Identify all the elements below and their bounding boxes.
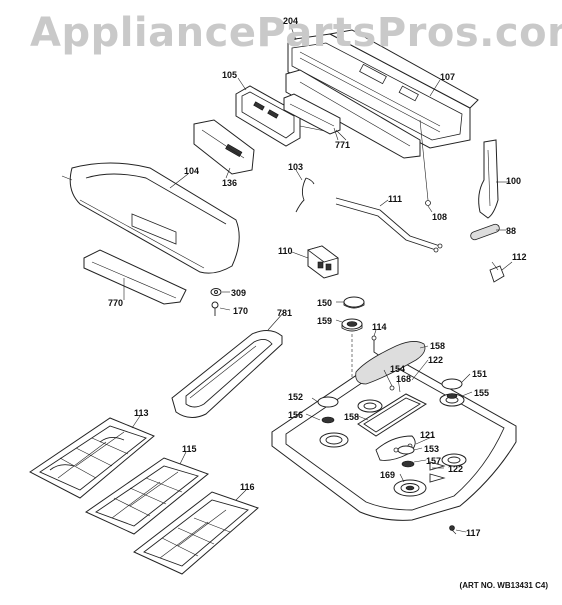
part-label[interactable]: 151 — [472, 369, 488, 379]
igniter-module-110-drawing — [307, 245, 339, 279]
part-label[interactable]: 153 — [424, 444, 440, 454]
part-label[interactable]: 112 — [512, 252, 527, 262]
part-label[interactable]: 103 — [288, 162, 304, 172]
part-label[interactable]: 204 — [283, 16, 299, 26]
griddle-781-drawing — [171, 330, 283, 418]
part-label[interactable]: 154 — [390, 364, 406, 374]
control-panel-104-drawing — [61, 162, 240, 274]
end-cap-100-drawing — [478, 139, 499, 219]
part-label[interactable]: 157 — [426, 456, 442, 466]
part-label[interactable]: 158 — [430, 341, 446, 351]
part-label[interactable]: 113 — [134, 408, 149, 418]
grate-115-drawing — [84, 457, 210, 535]
electronic-control-drawing — [235, 85, 331, 147]
part-label[interactable]: 168 — [396, 374, 412, 384]
part-112-drawing — [489, 261, 505, 283]
part-label[interactable]: 159 — [317, 316, 333, 326]
part-label[interactable]: 117 — [466, 528, 481, 538]
part-label[interactable]: 116 — [240, 482, 255, 492]
burner-cap-150-drawing — [343, 296, 365, 309]
part-label[interactable]: 169 — [380, 470, 396, 480]
part-label[interactable]: 111 — [388, 194, 403, 204]
wire-harness-103-drawing — [295, 177, 315, 213]
part-label[interactable]: 122 — [428, 355, 444, 365]
part-label[interactable]: 155 — [474, 388, 490, 398]
part-label[interactable]: 158 — [344, 412, 360, 422]
part-label[interactable]: 107 — [440, 72, 456, 82]
part-label[interactable]: 781 — [277, 308, 293, 318]
part-label[interactable]: 114 — [372, 322, 387, 332]
watermark-text: AppliancePartsPros.com — [30, 10, 562, 56]
part-label[interactable]: 770 — [108, 298, 124, 308]
screw-117-drawing — [449, 525, 457, 535]
part-label[interactable]: 152 — [288, 392, 304, 402]
grate-113-drawing — [29, 417, 155, 499]
leader-lines — [123, 23, 513, 533]
part-label[interactable]: 156 — [288, 410, 304, 420]
wire-114-drawing — [371, 335, 381, 357]
wire-111-drawing — [335, 197, 443, 253]
part-label[interactable]: 100 — [506, 176, 522, 186]
part-label[interactable]: 88 — [506, 226, 517, 236]
part-label[interactable]: 170 — [233, 306, 249, 316]
cooktop-drawing — [271, 341, 517, 521]
grate-116-drawing — [133, 491, 259, 575]
part-label[interactable]: 108 — [432, 212, 448, 222]
art-number: (ART NO. WB13431 C4) — [459, 581, 548, 590]
screw-309-170-drawing — [210, 288, 222, 316]
part-label[interactable]: 771 — [335, 140, 351, 150]
part-label[interactable]: 104 — [184, 166, 200, 176]
part-label[interactable]: 122 — [448, 464, 464, 474]
backsplash-panel-drawing — [285, 29, 479, 206]
bracket-771-drawing — [283, 93, 341, 141]
part-88-drawing — [470, 223, 500, 241]
part-label[interactable]: 110 — [278, 246, 293, 256]
part-label[interactable]: 115 — [182, 444, 197, 454]
overlay-136-drawing — [193, 119, 255, 175]
part-label[interactable]: 309 — [231, 288, 247, 298]
part-label[interactable]: 150 — [317, 298, 333, 308]
part-label[interactable]: 121 — [420, 430, 436, 440]
part-label[interactable]: 136 — [222, 178, 238, 188]
trim-770-drawing — [83, 249, 187, 305]
part-label[interactable]: 105 — [222, 70, 238, 80]
